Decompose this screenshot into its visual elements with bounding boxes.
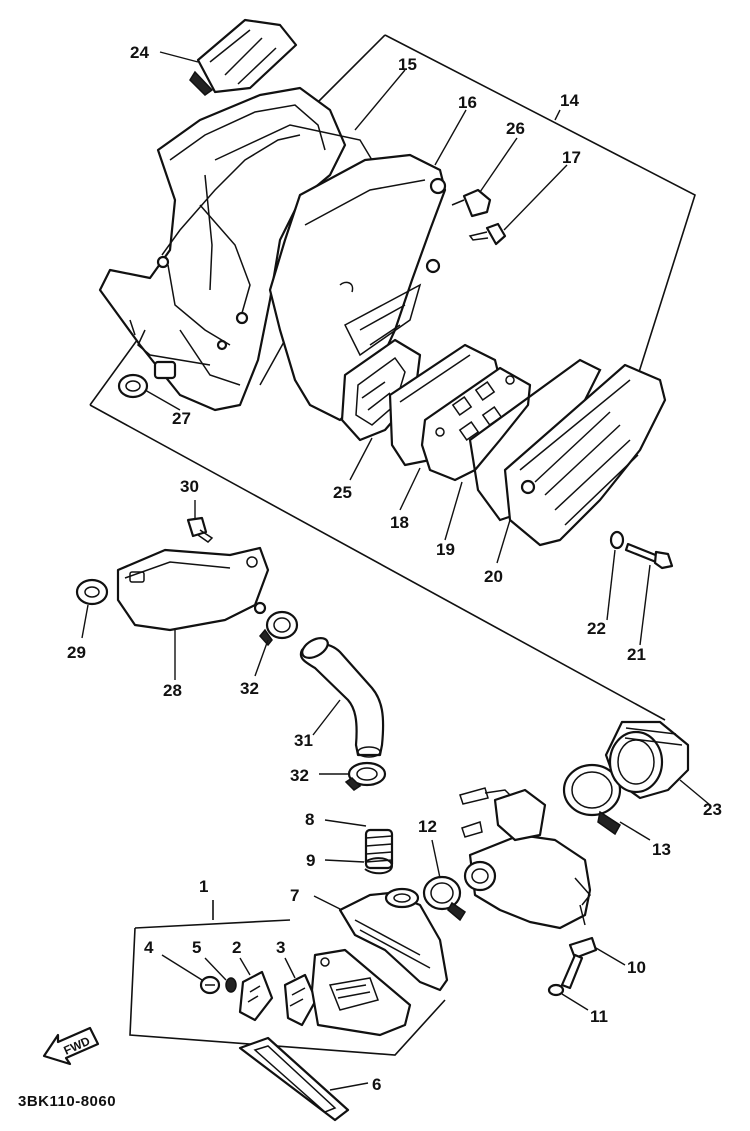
clamp-12	[422, 875, 467, 922]
washer-11	[547, 983, 565, 997]
gasket-6	[238, 1036, 350, 1122]
label-22: 22	[587, 619, 606, 638]
label-10: 10	[627, 958, 646, 977]
label-1: 1	[199, 877, 208, 896]
grommet-27	[117, 373, 149, 399]
label-7: 7	[290, 886, 299, 905]
label-26: 26	[506, 119, 525, 138]
label-8: 8	[305, 810, 314, 829]
label-19: 19	[436, 540, 455, 559]
label-12: 12	[418, 817, 437, 836]
label-25: 25	[333, 483, 352, 502]
bolt-10	[560, 936, 598, 990]
label-16: 16	[458, 93, 477, 112]
label-23: 23	[703, 800, 722, 819]
spring-8	[364, 828, 394, 870]
screw-17	[468, 222, 507, 246]
label-29: 29	[67, 643, 86, 662]
bracket-28	[116, 546, 270, 632]
hose-clamp-32-upper	[259, 610, 299, 647]
clip-9	[364, 857, 394, 875]
forward-direction-arrow: FWD	[42, 1026, 100, 1066]
label-30: 30	[180, 477, 199, 496]
label-6: 6	[372, 1075, 381, 1094]
carburetor	[459, 787, 592, 930]
label-11: 11	[590, 1007, 608, 1026]
hose-31	[299, 637, 385, 758]
screw-4	[199, 975, 221, 995]
hose-clamp-32-lower	[344, 761, 387, 791]
label-18: 18	[390, 513, 409, 532]
label-5: 5	[192, 938, 201, 957]
label-27: 27	[172, 409, 191, 428]
element-guide-19	[420, 366, 532, 482]
label-17: 17	[562, 148, 581, 167]
label-31: 31	[294, 731, 313, 750]
label-9: 9	[306, 851, 315, 870]
label-14: 14	[560, 91, 579, 110]
label-28: 28	[163, 681, 182, 700]
bolt-30	[186, 516, 214, 543]
label-32-lower: 32	[290, 766, 309, 785]
case-cover-14	[503, 363, 667, 547]
label-3: 3	[276, 938, 285, 957]
air-cleaner-case	[98, 86, 347, 412]
screw-26	[451, 188, 492, 218]
washer-22	[609, 530, 625, 550]
intake-boot-24	[189, 18, 298, 96]
label-15: 15	[398, 55, 417, 74]
clamp-13	[562, 763, 622, 836]
label-21: 21	[627, 645, 646, 664]
assembly-bracket-14	[89, 34, 696, 721]
label-24: 24	[130, 43, 149, 62]
label-4: 4	[144, 938, 154, 957]
catalog-code: 3BK110-8060	[18, 1093, 116, 1110]
leader-lines	[81, 51, 711, 1091]
carburetor-joint-23	[604, 720, 690, 800]
reed-valve-body	[310, 948, 412, 1037]
reed-2	[238, 970, 274, 1022]
label-20: 20	[484, 567, 503, 586]
label-2: 2	[232, 938, 241, 957]
reed-stopper-3	[283, 973, 318, 1027]
part-number-labels: 24 15 16 14 26 17 27 25 18 19 20 30 22 2…	[18, 43, 722, 1110]
label-32-upper: 32	[240, 679, 259, 698]
intake-joint-7	[338, 887, 449, 992]
label-13: 13	[652, 840, 671, 859]
washer-5	[225, 977, 237, 993]
bolt-21	[624, 542, 674, 570]
grommet-29	[75, 578, 109, 606]
